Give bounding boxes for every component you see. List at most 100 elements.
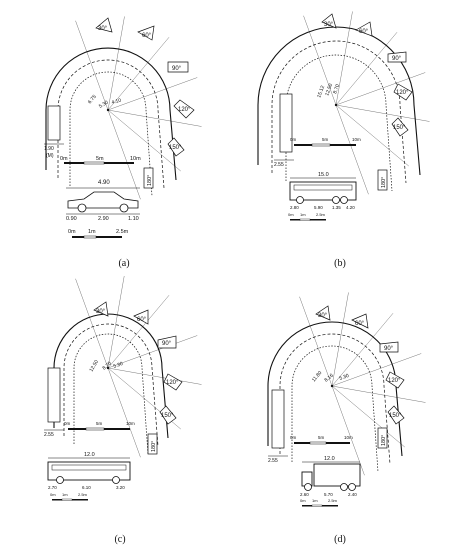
turning-center	[334, 103, 338, 107]
swept-path-arc	[45, 47, 177, 181]
angle-arrow-180: 180°	[377, 427, 388, 449]
turning-diagram-b: 30° 60° 90° 120° 150° 180° 15.12 12.50 8…	[257, 11, 430, 221]
radial-guide-line	[107, 37, 170, 111]
radial-guide-line	[107, 16, 125, 111]
lane-width-label: 2.55	[44, 432, 54, 438]
scale-top-2: 10m	[352, 137, 361, 142]
turning-diagram-a: 30° 60° 90° 120° 150° 180° 6.75 5.30 4.1…	[44, 16, 202, 239]
angle-label-90: 90°	[392, 56, 402, 62]
radius-label-outer: 15.12	[316, 85, 326, 99]
scale-bottom-2: 2.5m	[316, 212, 326, 217]
angle-label-150: 150°	[169, 145, 182, 151]
swept-path-arc	[291, 345, 379, 473]
panel-d: 30° 60° 90° 120° 150° 180° 11.80 8.16 5.…	[228, 276, 448, 546]
truck-wheel-front	[304, 483, 312, 491]
lane-width-label: 2.55	[274, 162, 284, 168]
bus-wheel-rear	[340, 196, 348, 204]
vehicle-side-view: 12.0 2.60 5.70 2.40	[300, 456, 361, 497]
radial-guide-line	[107, 367, 202, 385]
turning-geometry	[53, 276, 202, 458]
radial-guide-line	[107, 77, 198, 111]
scale-top-1: 5m	[96, 421, 103, 426]
vehicle-length-label: 12.0	[324, 456, 335, 462]
truck-wheel-mid	[340, 483, 348, 491]
bus-wheel-mid	[332, 196, 340, 204]
bus-wheel-front	[296, 196, 304, 204]
radial-guide-line	[335, 104, 409, 167]
angle-label-120: 120°	[388, 378, 401, 384]
turning-diagram-c: 30° 60° 90° 120° 150° 180° 12.50 8.70 5.…	[44, 276, 202, 501]
angle-arrow-90: 90°	[379, 341, 399, 353]
angle-label-90: 90°	[162, 341, 172, 347]
angle-label-150: 150°	[393, 125, 406, 131]
vehicle-length-label: 15.0	[318, 172, 329, 178]
scale-bottom-1: 1m	[88, 229, 96, 235]
swept-path-arc	[63, 323, 159, 447]
angle-arrow-120: 120°	[163, 373, 183, 391]
angle-arrow-120: 120°	[393, 83, 413, 101]
radial-guide-line	[107, 367, 141, 458]
angle-label-180: 180°	[381, 177, 387, 188]
radial-guide-line	[75, 20, 109, 111]
angle-arrow-30: 30°	[321, 13, 337, 29]
scale-top-0: 0m	[60, 156, 68, 162]
vehicle-dim-3: 4.20	[346, 205, 355, 210]
angle-label-90: 90°	[172, 66, 182, 72]
bus-windows	[293, 184, 353, 191]
panel-a: 30° 60° 90° 120° 150° 180° 6.75 5.30 4.1…	[8, 0, 228, 270]
vehicle-dim-2: 2.40	[348, 492, 357, 497]
angle-label-120: 120°	[178, 107, 191, 113]
scale-bar-top: 0m 5m 10m	[290, 137, 361, 147]
scale-bar-bottom: 0m 1m 2.5m	[288, 212, 326, 221]
radial-guide-line	[331, 385, 365, 476]
swept-path-arc	[285, 54, 393, 192]
scale-bar-top: 0m 5m 10m	[290, 435, 353, 445]
radial-guide-line	[107, 109, 141, 200]
radial-guide-line	[335, 72, 426, 106]
scale-bar-bottom: 0m 1m 2.5m	[68, 229, 129, 239]
radial-guide-line	[107, 295, 170, 369]
swept-path-arc	[57, 59, 165, 189]
vehicle-side-view: 4.90 0.90 2.90 1.10	[66, 180, 140, 222]
radial-guide-line	[75, 278, 109, 369]
radial-guide-line	[335, 11, 353, 106]
swept-path-arc	[271, 40, 407, 184]
radial-guide-line	[107, 335, 198, 369]
turning-diagram-d: 30° 60° 90° 120° 150° 180° 11.80 8.16 5.…	[267, 292, 426, 507]
car-wheel-rear	[119, 203, 129, 213]
scale-bar-top: 0m 5m 10m	[64, 421, 135, 431]
angle-label-60: 60°	[359, 29, 369, 35]
radial-guide-line	[299, 296, 333, 387]
scale-bottom-0: 0m	[50, 492, 56, 497]
scale-top-2: 10m	[344, 435, 353, 440]
angle-arrow-150: 150°	[391, 117, 409, 137]
angle-label-60: 60°	[355, 321, 365, 327]
scale-top-0: 0m	[290, 137, 297, 142]
scale-bottom-1: 1m	[62, 492, 68, 497]
turning-center	[330, 384, 334, 388]
scale-top-0: 0m	[290, 435, 297, 440]
angle-arrow-180: 180°	[147, 433, 158, 455]
scale-top-2: 10m	[130, 156, 141, 162]
angle-label-120: 120°	[396, 90, 409, 96]
truck-wheel-rear	[348, 483, 356, 491]
radial-guide-line	[303, 15, 337, 106]
turning-geometry	[257, 11, 430, 195]
vehicle-dim-2: 1.10	[128, 216, 139, 222]
radius-label-inner: 5.30	[113, 361, 124, 370]
angle-arrow-150: 150°	[387, 405, 405, 425]
scale-bar-top: 0m 5m 10m	[60, 156, 141, 165]
bus-wheel-front	[56, 476, 64, 484]
radius-label-outer: 12.50	[89, 359, 101, 373]
panel-caption: (c)	[114, 534, 126, 545]
angle-arrow-30: 30°	[93, 301, 109, 317]
turning-center	[106, 108, 110, 112]
car-wheel-front	[77, 203, 87, 213]
angle-arrow-60: 60°	[137, 25, 155, 41]
angle-label-60: 60°	[137, 317, 147, 323]
radial-guide-line	[331, 292, 349, 387]
panel-c: 30° 60° 90° 120° 150° 180° 12.50 8.70 5.…	[8, 276, 228, 546]
panel-caption: (b)	[334, 258, 346, 269]
swept-path-arc	[267, 321, 403, 457]
panel-caption: (a)	[118, 258, 130, 269]
